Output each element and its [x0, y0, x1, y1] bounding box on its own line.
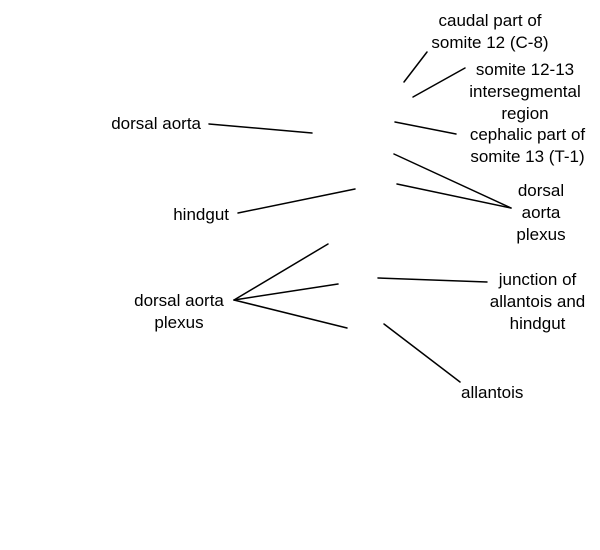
label-line: hindgut [173, 205, 229, 224]
leader-line-plexus-left-lower [233, 299, 348, 329]
label-line: region [501, 104, 549, 123]
label-line: caudal part of [438, 11, 542, 30]
label-line: somite 12 (C-8) [431, 33, 549, 52]
label-hindgut: hindgut [130, 204, 229, 226]
label-line: plexus [516, 225, 566, 244]
leader-line-intersegmental-region [412, 67, 466, 98]
label-line: intersegmental [469, 82, 581, 101]
label-cephalic-somite-13: cephalic part of somite 13 (T-1) [455, 124, 600, 168]
label-line: hindgut [509, 314, 566, 333]
label-allantois: allantois [461, 382, 551, 404]
leader-line-hindgut [237, 188, 356, 214]
label-line: allantois [461, 383, 524, 402]
label-line: plexus [154, 313, 204, 332]
leader-line-allantois [383, 323, 461, 383]
label-dorsal-aorta-plexus-left: dorsal aorta plexus [120, 290, 238, 334]
leader-line-plexus-left-upper [233, 243, 329, 301]
label-line: allantois and [489, 292, 586, 311]
label-line: dorsal aorta [111, 114, 201, 133]
label-line: cephalic part of [469, 125, 586, 144]
leader-line-plexus-right-lower [396, 183, 512, 209]
leader-line-dorsal-aorta [208, 123, 313, 134]
label-line: aorta [521, 203, 561, 222]
label-dorsal-aorta: dorsal aorta [80, 113, 201, 135]
label-line: junction of [498, 270, 577, 289]
label-line: somite 12-13 [475, 60, 575, 79]
label-line: somite 13 (T-1) [470, 147, 585, 166]
leader-line-junction [377, 277, 488, 283]
leader-line-caudal-somite-12 [403, 51, 428, 83]
label-intersegmental-region: somite 12-13 intersegmental region [455, 59, 595, 125]
label-line: dorsal [517, 181, 565, 200]
label-line: dorsal aorta [134, 291, 224, 310]
leader-line-plexus-right-upper [393, 153, 512, 209]
leader-line-cephalic-somite-13 [394, 121, 457, 135]
label-dorsal-aorta-plexus-right: dorsal aorta plexus [496, 180, 586, 246]
label-junction: junction of allantois and hindgut [475, 269, 600, 335]
leader-line-plexus-left-middle [233, 283, 339, 301]
label-caudal-somite-12: caudal part of somite 12 (C-8) [410, 10, 570, 54]
